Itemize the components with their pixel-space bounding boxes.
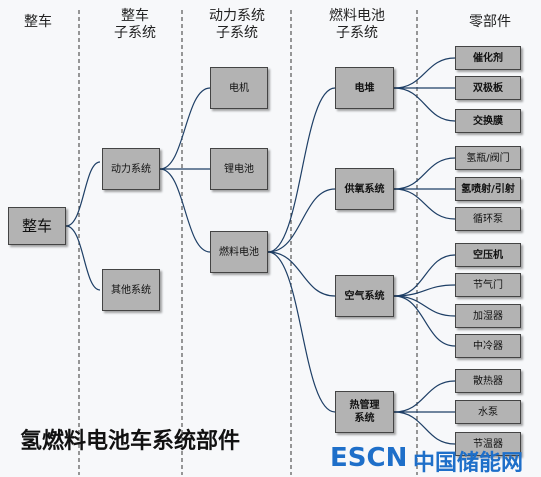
node-hydrogen-valve: 氢瓶/阀门 — [455, 146, 521, 170]
node-power-system: 动力系统 — [102, 148, 160, 190]
node-intercooler: 中冷器 — [455, 334, 521, 358]
header-fuel-cell-subsystem: 燃料电池 子系统 — [329, 8, 385, 41]
edge-fc-thermal — [267, 251, 336, 413]
edge-air-compressor — [393, 254, 456, 297]
node-hydrogen-injector: 氢喷射/引射 — [455, 177, 521, 201]
diagram-caption: 氢燃料电池车系统部件 — [20, 429, 241, 454]
node-vehicle: 整车 — [8, 207, 66, 245]
edge-power-fuelcell — [159, 168, 211, 253]
header-components: 零部件 — [469, 14, 511, 30]
node-bipolar-plate: 双极板 — [455, 76, 521, 100]
edge-stack-membrane — [393, 87, 456, 122]
node-humidifier: 加湿器 — [455, 304, 521, 328]
edge-air-throttle — [393, 284, 456, 297]
header-vehicle-subsystem: 整车 子系统 — [114, 8, 156, 41]
edge-h2-valve — [393, 157, 456, 190]
node-catalyst: 催化剂 — [455, 46, 521, 70]
node-air-system: 空气系统 — [335, 275, 394, 317]
connectors — [65, 57, 456, 445]
edge-fc-air — [267, 251, 336, 297]
watermark-brand: ESCN — [330, 443, 408, 473]
node-recirculation-pump: 循环泵 — [455, 207, 521, 231]
node-motor: 电机 — [210, 67, 268, 109]
node-thermal-management: 热管理 系统 — [335, 391, 394, 433]
header-power-subsystem: 动力系统 子系统 — [209, 8, 265, 41]
node-water-pump: 水泵 — [455, 400, 521, 424]
edge-thermal-radiator — [393, 380, 456, 413]
node-exchange-membrane: 交换膜 — [455, 109, 521, 133]
edge-vehicle-other — [65, 225, 101, 291]
node-air-compressor: 空压机 — [455, 243, 521, 267]
edge-fc-hydrogen — [267, 188, 336, 253]
edge-h2-pump — [393, 188, 456, 220]
edge-fc-stack — [267, 87, 336, 253]
edge-stack-catalyst — [393, 57, 456, 89]
node-thermostat: 节温器 — [455, 432, 521, 456]
header-vehicle: 整车 — [24, 14, 52, 30]
node-fuel-cell: 燃料电池 — [210, 231, 268, 273]
edge-air-humidifier — [393, 295, 456, 317]
node-hydrogen-supply: 供氧系统 — [335, 168, 394, 210]
node-stack: 电堆 — [335, 67, 394, 109]
node-other-systems: 其他系统 — [102, 269, 160, 311]
watermark-site-name: 中国储能网 — [413, 451, 524, 476]
node-lithium-battery: 锂电池 — [210, 148, 268, 190]
edge-power-motor — [159, 87, 211, 170]
node-throttle: 节气门 — [455, 273, 521, 297]
node-radiator: 散热器 — [455, 369, 521, 393]
edge-vehicle-power — [65, 161, 101, 227]
edge-thermal-thermostat — [393, 411, 456, 445]
edge-air-intercooler — [393, 295, 456, 347]
